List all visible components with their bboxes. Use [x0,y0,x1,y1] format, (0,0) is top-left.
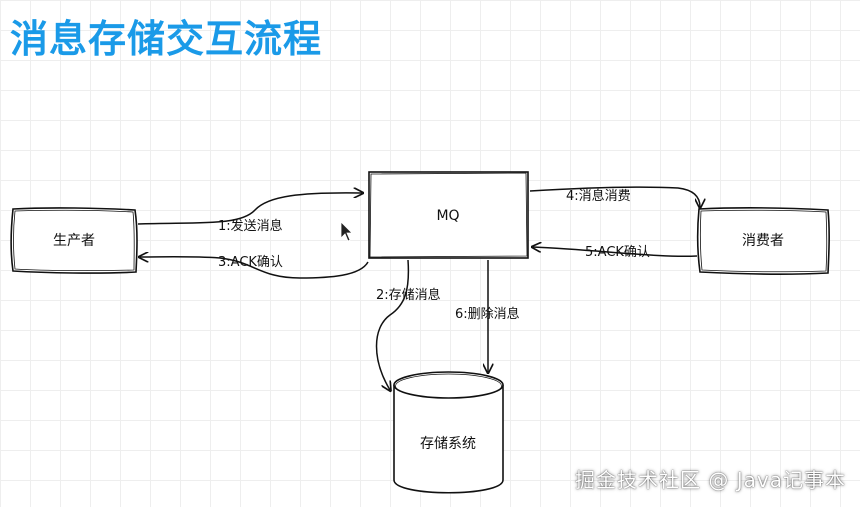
producer-node: 生产者 [10,207,138,274]
edge-delete-label: 6:删除消息 [455,306,520,322]
edge-ack-producer-label: 3:ACK确认 [218,255,283,270]
edge-consume: 4:消息消费 [529,186,700,207]
edge-store-label: 2:存储消息 [376,287,441,303]
watermark: 掘金技术社区 @ Java记事本 [575,468,846,492]
edge-ack-consumer: 5:ACK确认 [533,245,698,260]
consumer-node: 消费者 [696,207,830,275]
edge-send-label: 1:发送消息 [218,218,283,234]
edge-delete: 6:删除消息 [455,260,520,372]
page-title: 消息存储交互流程 [10,17,323,61]
storage-label: 存储系统 [420,436,476,452]
edge-send: 1:发送消息 [137,193,362,234]
producer-label: 生产者 [53,233,95,249]
mouse-cursor-icon [340,221,353,242]
storage-node: 存储系统 [393,371,504,494]
edge-consume-label: 4:消息消费 [566,188,631,204]
edge-ack-producer: 3:ACK确认 [140,255,369,279]
consumer-label: 消费者 [742,233,784,249]
mq-label: MQ [436,208,459,224]
edge-ack-consumer-label: 5:ACK确认 [585,245,650,260]
mq-node: MQ [368,171,529,259]
edge-store: 2:存储消息 [375,259,441,390]
